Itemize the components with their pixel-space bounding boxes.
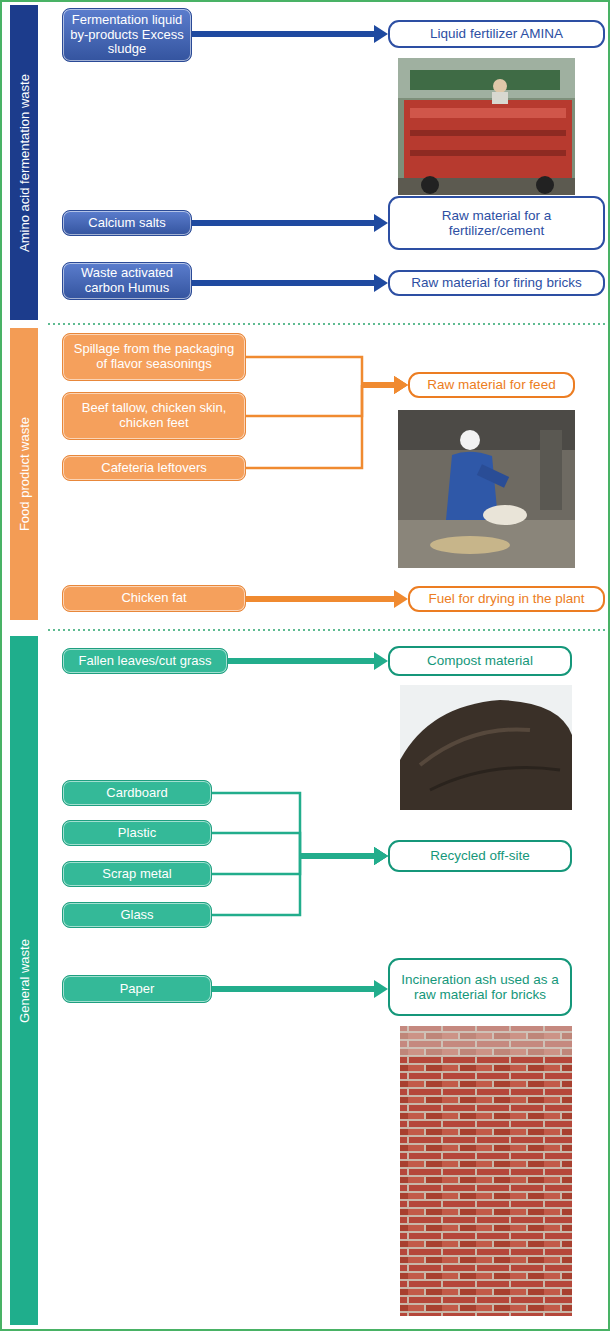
- arrow-shaft: [362, 382, 396, 388]
- section-separator: [48, 629, 605, 631]
- feed-photo: [398, 410, 575, 568]
- arrow-head: [374, 274, 388, 292]
- waste-source-box: Waste activated carbon Humus: [62, 262, 192, 300]
- recycling-target-box: Liquid fertilizer AMINA: [388, 20, 605, 48]
- arrow-shaft: [362, 382, 396, 388]
- section-separator: [48, 323, 605, 325]
- box-label: Glass: [120, 908, 153, 923]
- waste-source-box: Scrap metal: [62, 861, 212, 887]
- recycling-target-box: Incineration ash used as a raw material …: [388, 958, 572, 1016]
- flow-arrow: [246, 376, 408, 416]
- recycling-target-box: Raw material for firing bricks: [388, 270, 605, 296]
- arrow-head: [374, 214, 388, 232]
- arrow-shaft: [228, 658, 376, 664]
- compost-photo: [400, 685, 572, 810]
- arrow-shaft: [300, 853, 376, 859]
- arrow-head: [394, 376, 408, 394]
- arrow-shaft: [362, 382, 396, 388]
- box-label: Compost material: [427, 653, 533, 668]
- arrow-shaft: [212, 986, 376, 992]
- category-band: Food product waste: [10, 328, 38, 620]
- arrow-shaft: [246, 596, 396, 602]
- waste-source-box: Calcium salts: [62, 210, 192, 236]
- waste-source-box: Cafeteria leftovers: [62, 455, 246, 481]
- category-band: General waste: [10, 636, 38, 1325]
- box-label: Raw material for feed: [427, 377, 555, 392]
- arrow-shaft: [192, 280, 376, 286]
- box-label: Cardboard: [106, 786, 167, 801]
- waste-source-box: Spillage from the packaging of flavor se…: [62, 333, 246, 381]
- box-label: Raw material for a fertilizer/cement: [397, 208, 596, 238]
- arrow-head: [374, 980, 388, 998]
- flow-arrow: [246, 590, 408, 608]
- flow-arrow: [228, 652, 388, 670]
- box-label: Chicken fat: [121, 591, 186, 606]
- arrow-head: [374, 847, 388, 865]
- merge-line: [212, 856, 300, 915]
- box-label: Spillage from the packaging of flavor se…: [69, 342, 239, 371]
- box-label: Scrap metal: [102, 867, 171, 882]
- merge-line: [212, 793, 300, 856]
- category-band: Amino acid fermentation waste: [10, 5, 38, 320]
- flow-arrow: [212, 793, 388, 865]
- flow-arrow: [212, 980, 388, 998]
- waste-source-box: Paper: [62, 975, 212, 1003]
- band-label: Amino acid fermentation waste: [17, 74, 32, 252]
- arrow-head: [374, 652, 388, 670]
- truck-photo: [398, 58, 575, 195]
- recycling-target-box: Raw material for feed: [408, 372, 575, 398]
- box-label: Raw material for firing bricks: [411, 275, 581, 290]
- box-label: Fuel for drying in the plant: [428, 591, 584, 606]
- waste-source-box: Glass: [62, 902, 212, 928]
- brick-wall-photo: [400, 1026, 572, 1316]
- waste-source-box: Beef tallow, chicken skin, chicken feet: [62, 392, 246, 440]
- band-label: General waste: [17, 939, 32, 1023]
- box-label: Calcium salts: [88, 216, 165, 231]
- flow-arrow: [212, 847, 388, 915]
- recycling-target-box: Recycled off-site: [388, 840, 572, 872]
- band-label: Food product waste: [17, 417, 32, 531]
- box-label: Liquid fertilizer AMINA: [430, 26, 563, 41]
- waste-source-box: Plastic: [62, 820, 212, 846]
- box-label: Beef tallow, chicken skin, chicken feet: [69, 401, 239, 430]
- recycling-target-box: Fuel for drying in the plant: [408, 586, 605, 612]
- arrow-shaft: [300, 853, 376, 859]
- arrow-head: [374, 847, 388, 865]
- box-label: Cafeteria leftovers: [101, 461, 207, 476]
- box-label: Fermentation liquid by-products Excess s…: [69, 13, 185, 57]
- merge-line: [246, 357, 362, 385]
- arrow-shaft: [192, 31, 376, 37]
- box-label: Paper: [120, 982, 155, 997]
- arrow-head: [374, 25, 388, 43]
- box-label: Fallen leaves/cut grass: [79, 654, 212, 669]
- recycling-target-box: Compost material: [388, 646, 572, 676]
- merge-line: [212, 856, 300, 874]
- merge-line: [212, 833, 300, 856]
- arrow-shaft: [300, 853, 376, 859]
- arrow-head: [394, 376, 408, 394]
- merge-line: [246, 385, 362, 416]
- box-label: Incineration ash used as a raw material …: [397, 972, 563, 1002]
- arrow-shaft: [300, 853, 376, 859]
- arrow-head: [394, 590, 408, 608]
- waste-source-box: Fermentation liquid by-products Excess s…: [62, 8, 192, 62]
- flow-arrow: [246, 376, 408, 468]
- flow-arrow: [192, 214, 388, 232]
- merge-line: [246, 385, 362, 468]
- box-label: Recycled off-site: [430, 848, 530, 863]
- waste-source-box: Fallen leaves/cut grass: [62, 648, 228, 674]
- flow-arrow: [192, 25, 388, 43]
- waste-source-box: Cardboard: [62, 780, 212, 806]
- box-label: Plastic: [118, 826, 156, 841]
- arrow-head: [394, 376, 408, 394]
- arrow-head: [374, 847, 388, 865]
- arrow-shaft: [192, 220, 376, 226]
- arrow-head: [374, 847, 388, 865]
- flow-arrow: [192, 274, 388, 292]
- flow-arrow: [246, 357, 408, 394]
- waste-source-box: Chicken fat: [62, 585, 246, 612]
- recycling-target-box: Raw material for a fertilizer/cement: [388, 196, 605, 250]
- box-label: Waste activated carbon Humus: [69, 266, 185, 295]
